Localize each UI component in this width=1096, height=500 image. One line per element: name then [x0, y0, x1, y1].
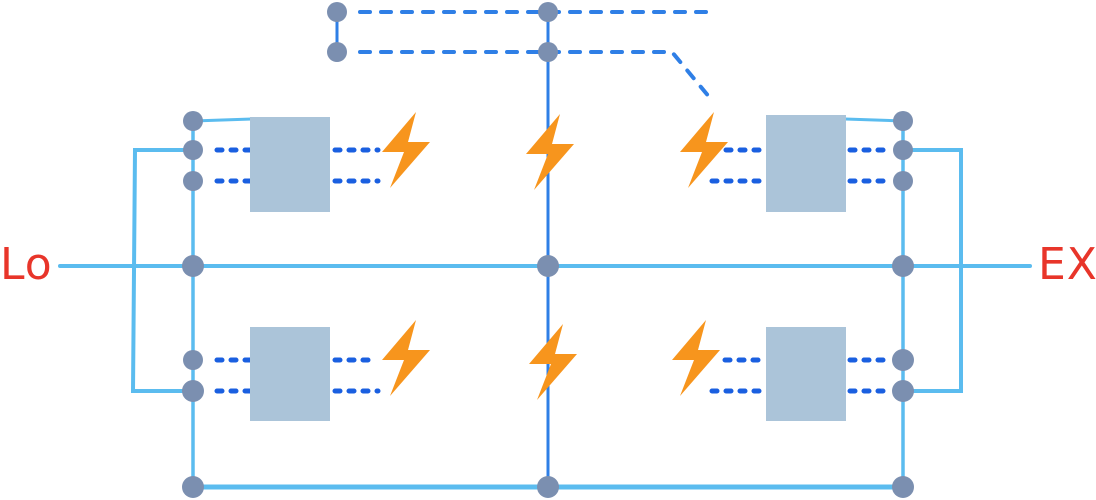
label-right: EX	[1038, 239, 1096, 290]
box-top-left	[250, 117, 330, 212]
bolt-bottom-right-icon	[672, 320, 720, 396]
box-bottom-left	[250, 327, 330, 421]
node	[893, 140, 913, 160]
node	[183, 350, 203, 370]
node	[327, 2, 347, 22]
node	[892, 255, 914, 277]
node	[182, 476, 204, 498]
bolt-bottom-left-icon	[382, 320, 430, 396]
node	[183, 171, 203, 191]
box-bottom-right	[766, 327, 846, 421]
node	[183, 140, 203, 160]
bolt-top-left-icon	[382, 112, 430, 188]
node	[893, 111, 913, 131]
bolt-bottom-center-icon	[529, 324, 577, 400]
node	[327, 42, 347, 62]
node	[893, 171, 913, 191]
node	[182, 380, 204, 402]
node	[182, 255, 204, 277]
box-top-right	[766, 115, 846, 212]
dotted-connectors	[214, 147, 888, 394]
node	[537, 255, 559, 277]
nodes	[182, 2, 914, 498]
bolt-top-center-icon	[526, 114, 574, 190]
node	[892, 380, 914, 402]
node	[892, 476, 914, 498]
label-left: Lo	[0, 239, 53, 290]
node	[537, 476, 559, 498]
top-dashed-line-2	[358, 50, 712, 100]
node	[892, 349, 914, 371]
node	[538, 2, 558, 22]
right-bracket-wire	[903, 148, 963, 393]
left-bracket-wire	[130, 148, 193, 393]
node	[183, 111, 203, 131]
bolt-top-right-icon	[680, 112, 728, 188]
node	[538, 42, 558, 62]
